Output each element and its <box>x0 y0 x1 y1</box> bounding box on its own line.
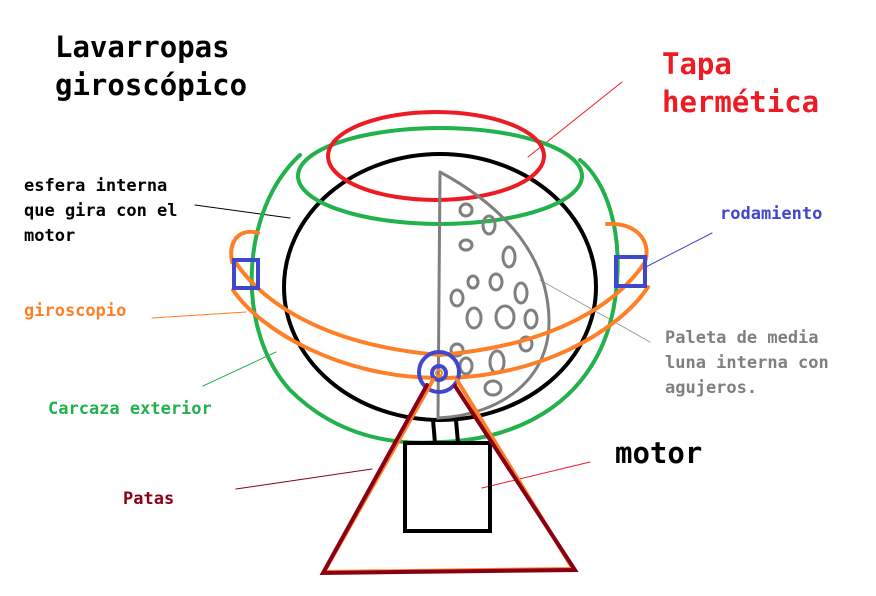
legs <box>320 378 577 575</box>
bearing-center-outer <box>417 350 461 394</box>
label-tapa: Tapa hermética <box>662 47 820 119</box>
label-esfera: esfera interna que gira con el motor <box>24 176 178 246</box>
leader-motor <box>481 461 591 489</box>
label-motor: motor <box>615 436 703 470</box>
motor-box <box>403 441 492 533</box>
inner-sphere <box>282 152 598 422</box>
leader-rodamiento <box>639 232 713 271</box>
leader-giroscopio <box>151 311 247 319</box>
leader-esfera <box>194 204 291 219</box>
label-carcaza: Carcaza exterior <box>48 399 212 419</box>
diagram-title: Lavarropas giroscópico <box>55 30 248 102</box>
label-patas: Patas <box>123 489 175 509</box>
label-paleta: Paleta de media luna interna con agujero… <box>665 328 829 398</box>
label-giroscopio: giroscopio <box>24 301 127 321</box>
label-rodamiento: rodamiento <box>720 204 823 224</box>
paddle <box>436 170 551 420</box>
bearing-center-inner <box>430 364 448 382</box>
gyro-axle <box>435 369 443 377</box>
motor-shaft-left <box>431 418 437 445</box>
hermetic-lid <box>326 110 546 202</box>
bearing-right <box>614 255 647 288</box>
motor-shaft-right <box>454 418 460 445</box>
legs-dark <box>319 383 579 576</box>
bearing-left <box>232 258 260 290</box>
leader-carcaza <box>202 351 277 387</box>
leader-patas <box>235 468 373 490</box>
